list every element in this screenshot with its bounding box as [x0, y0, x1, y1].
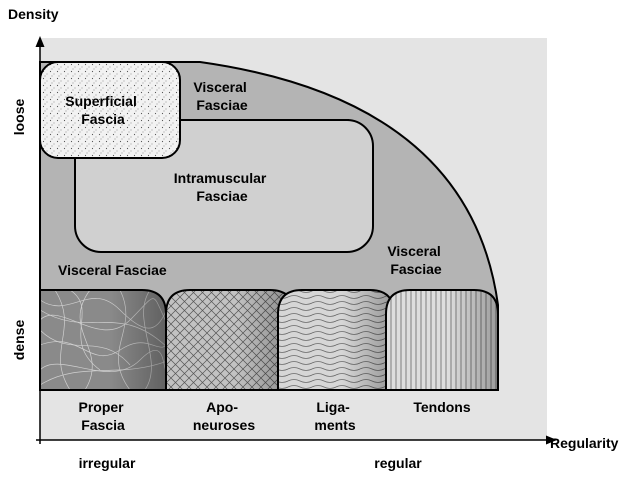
visceral-fasciae-top-label: Visceral Fasciae: [193, 79, 250, 113]
proper-fascia-block: [39, 289, 167, 391]
x-axis-regular-label: regular: [374, 455, 422, 471]
x-axis: [36, 435, 557, 445]
proper-fascia-label: Proper Fascia: [78, 399, 127, 433]
aponeuroses-label: Apo- neuroses: [193, 399, 255, 433]
x-axis-title: Regularity: [550, 435, 619, 451]
y-axis: [35, 36, 45, 444]
superficial-fascia-label: Superficial Fascia: [65, 93, 140, 127]
tendons-block: [385, 289, 499, 391]
y-axis-dense-label: dense: [11, 320, 27, 361]
ligaments-block: [277, 289, 395, 391]
visceral-fasciae-right-label: Visceral Fasciae: [387, 243, 444, 277]
tendons-label: Tendons: [413, 399, 471, 415]
superficial-fascia-region: [39, 61, 181, 159]
intramuscular-fasciae-label: Intramuscular Fasciae: [174, 170, 270, 204]
y-axis-loose-label: loose: [11, 99, 27, 136]
ligaments-label: Liga- ments: [314, 399, 355, 433]
aponeuroses-block: [165, 289, 295, 391]
x-axis-irregular-label: irregular: [79, 455, 136, 471]
visceral-fasciae-left-label: Visceral Fasciae: [58, 262, 167, 278]
y-axis-title: Density: [8, 6, 59, 22]
